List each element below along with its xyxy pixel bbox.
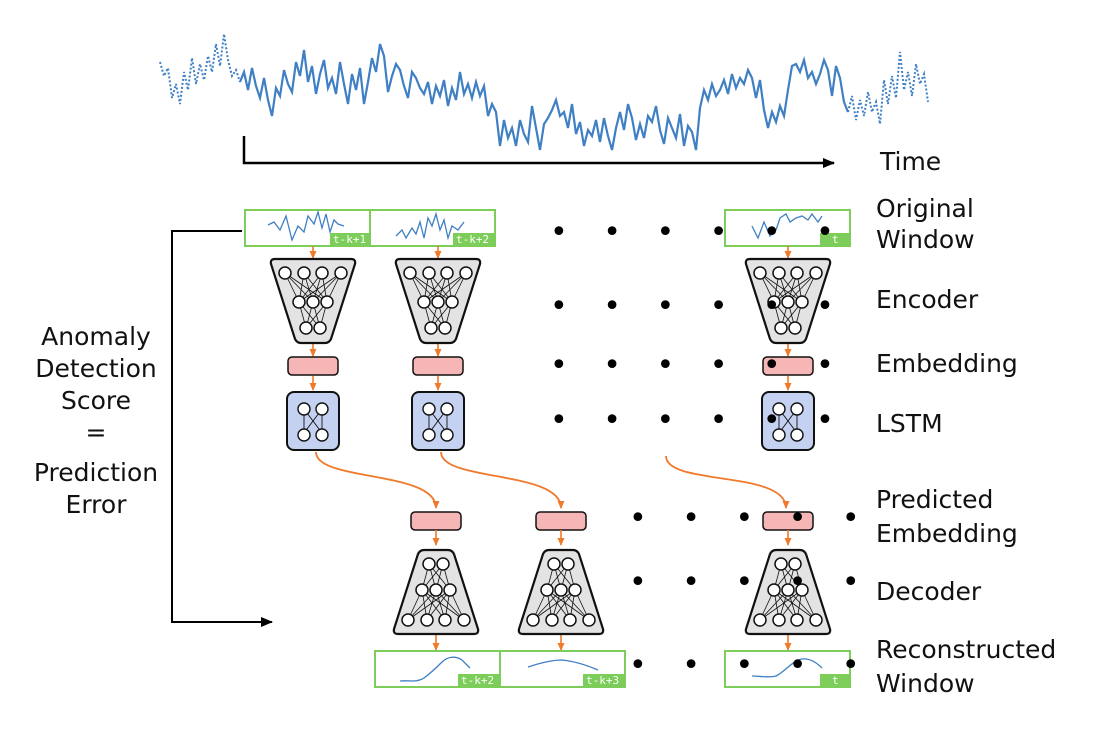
lstm-cell-icon bbox=[411, 391, 465, 451]
embedding-block bbox=[762, 356, 814, 376]
decoder-label: Decoder bbox=[876, 577, 982, 606]
predicted-embedding-block bbox=[535, 511, 587, 531]
reconstructed-window-label-line2: Window bbox=[876, 669, 975, 698]
original-window-1: t-k+1 bbox=[244, 209, 371, 247]
lstm-label: LSTM bbox=[876, 409, 943, 438]
prediction-arrows bbox=[315, 451, 790, 509]
encoders bbox=[269, 257, 832, 345]
reconstructed-window-label-line1: Reconstructed bbox=[876, 635, 1056, 664]
encoder-network-icon bbox=[269, 257, 357, 345]
lstms bbox=[286, 391, 815, 451]
encoder-network-icon bbox=[744, 257, 832, 345]
original-window-tag-3: t bbox=[832, 233, 839, 246]
encoder-network-icon bbox=[394, 257, 482, 345]
lstm-cell-icon bbox=[761, 391, 815, 451]
ellipsis-reconstructed: • • • • • bbox=[629, 648, 873, 683]
reconstructed-windows: t-k+2 t-k+3 t bbox=[374, 650, 851, 688]
score-line-6: Error bbox=[66, 490, 128, 519]
original-window-tag-1: t-k+1 bbox=[333, 233, 366, 246]
ellipsis-decoder: • • • • • bbox=[629, 565, 873, 600]
score-bracket-arrow bbox=[171, 230, 273, 627]
series-dotted-left bbox=[159, 33, 241, 105]
original-window-3: t bbox=[724, 209, 851, 247]
reconstructed-window-1: t-k+2 bbox=[374, 650, 501, 688]
ellipsis-dots: • • • • • • • • • • • • • • • • • • • • … bbox=[550, 215, 873, 683]
score-line-3: Score bbox=[61, 386, 131, 415]
reconstructed-window-tag-3: t bbox=[832, 674, 839, 687]
embedding-block bbox=[287, 356, 339, 376]
decoder-flow-arrows bbox=[432, 530, 792, 651]
ellipsis-predicted: • • • • • bbox=[629, 501, 873, 536]
original-window-tag-2: t-k+2 bbox=[456, 233, 489, 246]
ellipsis-lstm: • • • • • • bbox=[550, 403, 847, 438]
embeddings bbox=[287, 356, 814, 376]
embedding-block bbox=[412, 356, 464, 376]
decoder-network-icon bbox=[392, 548, 480, 636]
predicted-embeddings bbox=[410, 511, 814, 531]
decoder-network-icon bbox=[744, 548, 832, 636]
score-label: Anomaly Detection Score = Prediction Err… bbox=[34, 322, 158, 519]
encoder-label: Encoder bbox=[876, 285, 979, 314]
reconstructed-window-3: t bbox=[724, 650, 851, 688]
time-label: Time bbox=[879, 147, 941, 176]
time-series-plot bbox=[159, 33, 929, 168]
time-axis-arrow bbox=[242, 136, 835, 168]
original-windows: t-k+1 t-k+2 t bbox=[244, 209, 851, 247]
score-line-1: Anomaly bbox=[41, 322, 151, 351]
original-window-label-line1: Original bbox=[876, 194, 974, 223]
decoders bbox=[392, 548, 832, 636]
encoder-flow-arrows bbox=[309, 246, 792, 391]
reconstructed-window-2: t-k+3 bbox=[499, 650, 626, 688]
ellipsis-original: • • • • • • bbox=[550, 215, 847, 250]
ellipsis-embedding: • • • • • • bbox=[550, 348, 847, 383]
series-dotted-right bbox=[847, 51, 929, 125]
predicted-embedding-block bbox=[410, 511, 462, 531]
decoder-network-icon bbox=[517, 548, 605, 636]
reconstructed-window-tag-1: t-k+2 bbox=[461, 674, 494, 687]
lstm-cell-icon bbox=[286, 391, 340, 451]
reconstructed-window-tag-2: t-k+3 bbox=[586, 674, 619, 687]
original-window-label-line2: Window bbox=[876, 225, 975, 254]
predicted-embedding-label-line2: Embedding bbox=[876, 519, 1018, 548]
embedding-label: Embedding bbox=[876, 349, 1018, 378]
score-line-2: Detection bbox=[35, 354, 156, 383]
original-window-2: t-k+2 bbox=[369, 209, 496, 247]
ellipsis-encoder: • • • • • • bbox=[550, 289, 847, 324]
score-line-5: Prediction bbox=[34, 458, 158, 487]
score-line-4: = bbox=[86, 418, 107, 447]
row-labels: Time Original Window Encoder Embedding L… bbox=[876, 147, 1056, 698]
series-solid bbox=[238, 43, 850, 151]
predicted-embedding-label-line1: Predicted bbox=[876, 485, 993, 514]
